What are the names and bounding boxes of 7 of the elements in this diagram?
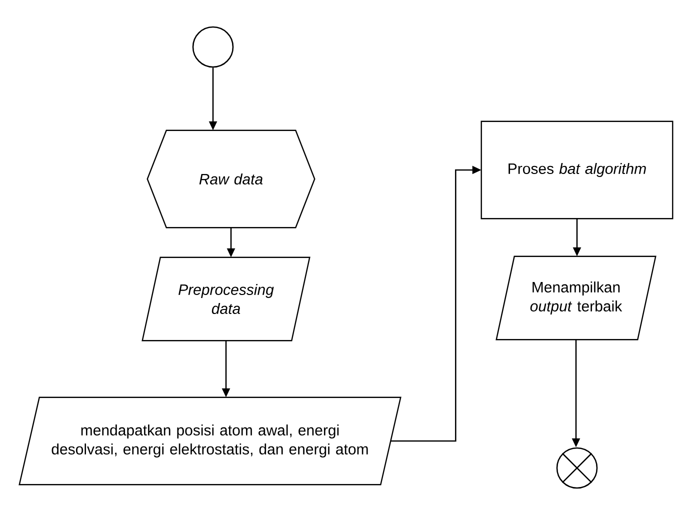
end-circle — [556, 447, 598, 489]
parallelogram-box: mendapatkan posisi atom awal, energi desolvasi, energi elektrostatis, dan energi atom — [18, 396, 402, 486]
parallelogram-box: Menampilkan output terbaik — [496, 256, 656, 340]
hexagon-box: Raw data — [146, 130, 316, 228]
process-box: Proses bat algorithm — [480, 120, 674, 220]
parallelogram-box: Preprocessing data — [142, 256, 310, 342]
start-circle — [192, 26, 234, 68]
